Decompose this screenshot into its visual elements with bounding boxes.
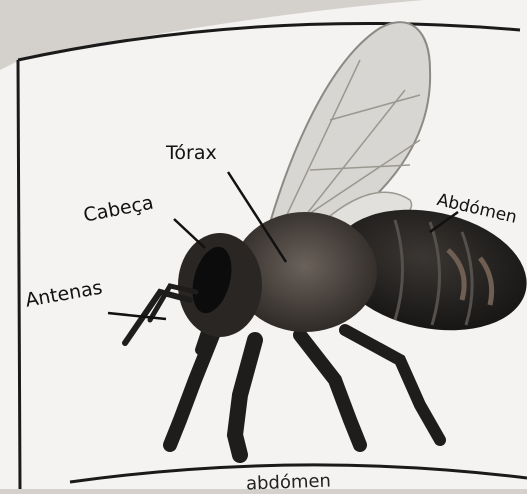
caption-fragment: abdómen xyxy=(246,471,332,494)
paper-left-edge xyxy=(18,60,20,489)
head xyxy=(178,233,262,337)
label-torax: Tórax xyxy=(166,144,217,163)
